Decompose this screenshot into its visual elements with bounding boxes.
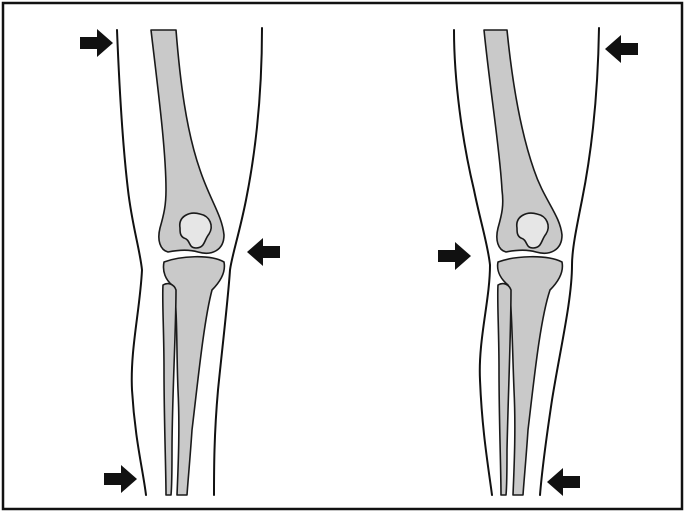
right-fibula [498, 284, 511, 495]
left-leg-panel [80, 28, 280, 495]
left-knee-arrow-icon [247, 238, 280, 266]
left-leg-outer-contour [117, 30, 146, 495]
right-ankle-arrow-icon [547, 468, 580, 496]
left-ankle-arrow-icon [104, 465, 137, 493]
right-knee-arrow-icon [438, 242, 471, 270]
right-leg-panel [438, 28, 638, 496]
right-top-arrow-icon [605, 35, 638, 63]
figure-frame [3, 3, 682, 509]
left-fibula [163, 284, 176, 495]
left-top-arrow-icon [80, 29, 113, 57]
